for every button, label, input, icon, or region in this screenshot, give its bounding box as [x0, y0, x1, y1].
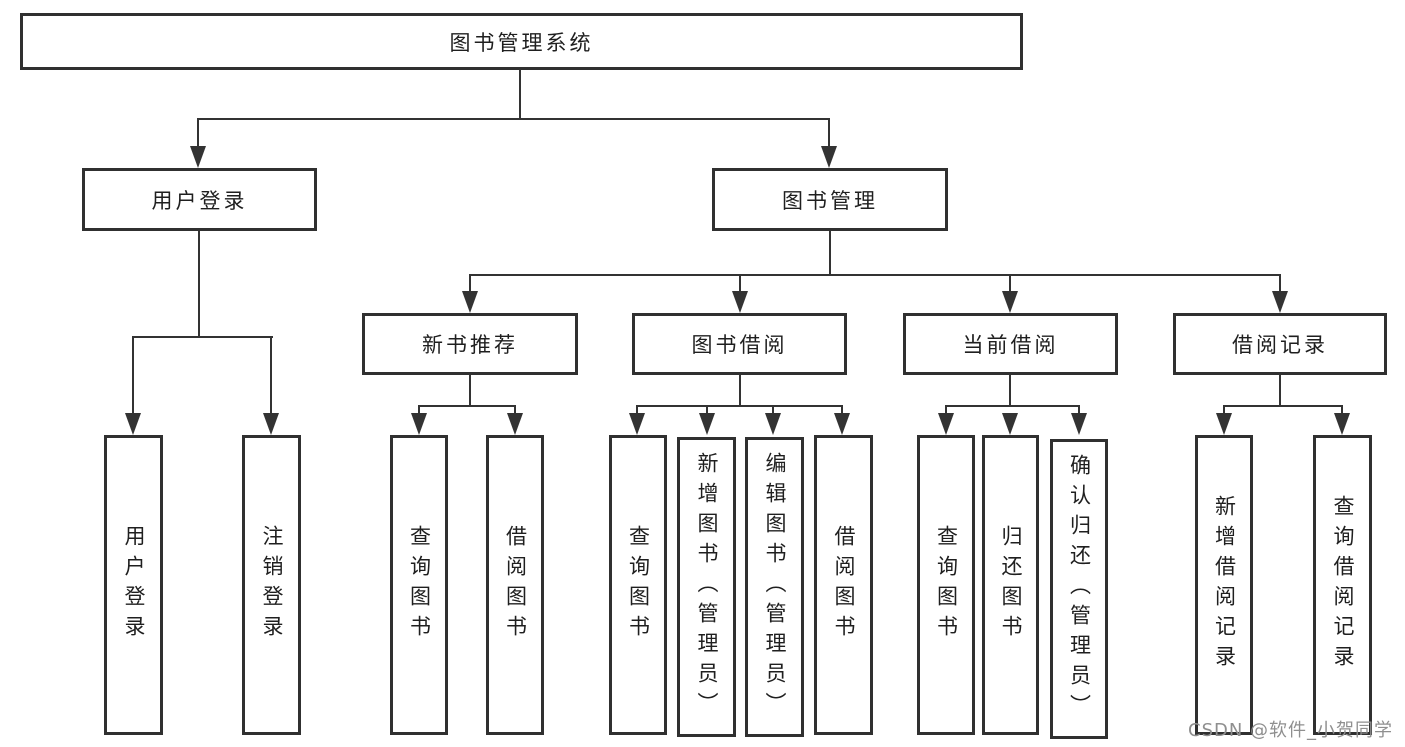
node-book-borrowing: 图书借阅	[632, 313, 847, 375]
node-label: 图书管理	[782, 188, 878, 213]
arrowhead-down-icon	[1071, 413, 1087, 435]
node-label: 借阅记录	[1232, 333, 1328, 357]
node-label: 查询借阅记录	[1331, 495, 1355, 675]
arrowhead-down-icon	[190, 146, 206, 168]
leaf-return-books: 归还图书	[982, 435, 1039, 735]
connector-vline	[418, 405, 420, 415]
node-label: 查询图书	[407, 525, 432, 645]
leaf-logout: 注销登录	[242, 435, 301, 735]
csdn-watermark: CSDN @软件_小贺同学	[1188, 720, 1394, 741]
arrowhead-down-icon	[263, 413, 279, 435]
connector-vline	[469, 274, 471, 293]
node-label: 查询图书	[626, 525, 651, 645]
arrowhead-down-icon	[699, 413, 715, 435]
connector-vline	[1341, 405, 1343, 415]
connector-hline	[197, 118, 830, 120]
connector-vline	[469, 375, 471, 407]
arrowhead-down-icon	[1002, 413, 1018, 435]
node-label: 归还图书	[999, 525, 1023, 645]
node-borrowing-records: 借阅记录	[1173, 313, 1387, 375]
connector-vline	[132, 336, 134, 415]
arrowhead-down-icon	[1272, 291, 1288, 313]
arrowhead-down-icon	[629, 413, 645, 435]
connector-hline	[945, 405, 1080, 407]
arrowhead-down-icon	[462, 291, 478, 313]
leaf-add-borrow-record: 新增借阅记录	[1195, 435, 1253, 735]
leaf-borrow-books: 借阅图书	[814, 435, 873, 735]
node-label: 借阅图书	[832, 525, 856, 645]
node-label: 确认归还（管理员）	[1067, 454, 1092, 724]
arrowhead-down-icon	[938, 413, 954, 435]
connector-vline	[1279, 274, 1281, 293]
connector-vline	[519, 69, 521, 118]
leaf-confirm-return-admin: 确认归还（管理员）	[1050, 439, 1108, 739]
connector-vline	[514, 405, 516, 415]
arrowhead-down-icon	[1216, 413, 1232, 435]
arrowhead-down-icon	[834, 413, 850, 435]
connector-vline	[739, 375, 741, 407]
connector-vline	[945, 405, 947, 415]
leaf-edit-book-admin: 编辑图书（管理员）	[745, 437, 804, 737]
arrowhead-down-icon	[1002, 291, 1018, 313]
connector-vline	[828, 118, 830, 148]
connector-vline	[1223, 405, 1225, 415]
node-label: 借阅图书	[503, 525, 528, 645]
node-book-management: 图书管理	[712, 168, 948, 231]
connector-vline	[841, 405, 843, 415]
node-label: 图书借阅	[691, 333, 788, 357]
arrowhead-down-icon	[507, 413, 523, 435]
connector-hline	[132, 336, 273, 338]
arrowhead-down-icon	[125, 413, 141, 435]
arrowhead-down-icon	[1334, 413, 1350, 435]
node-library-system: 图书管理系统	[20, 13, 1023, 70]
connector-vline	[1279, 375, 1281, 407]
connector-vline	[1009, 375, 1011, 407]
node-label: 新书推荐	[422, 333, 518, 357]
node-label: 用户登录	[122, 525, 146, 645]
node-label: 用户登录	[151, 188, 248, 213]
arrowhead-down-icon	[765, 413, 781, 435]
node-user-login: 用户登录	[82, 168, 317, 231]
connector-hline	[636, 405, 843, 407]
connector-vline	[739, 274, 741, 293]
connector-vline	[706, 405, 708, 415]
node-label: 当前借阅	[962, 333, 1059, 357]
node-current-borrowing: 当前借阅	[903, 313, 1118, 375]
node-label: 新增图书（管理员）	[695, 452, 719, 722]
node-label: 查询图书	[934, 525, 959, 645]
connector-vline	[270, 336, 272, 415]
node-label: 图书管理系统	[449, 30, 594, 55]
node-new-book-recommend: 新书推荐	[362, 313, 578, 375]
node-label: 编辑图书（管理员）	[763, 452, 787, 722]
arrowhead-down-icon	[732, 291, 748, 313]
leaf-query-borrow-record: 查询借阅记录	[1313, 435, 1372, 735]
connector-vline	[636, 405, 638, 415]
connector-hline	[1223, 405, 1343, 407]
node-label: 注销登录	[260, 525, 284, 645]
connector-hline	[469, 274, 1281, 276]
leaf-query-books: 查询图书	[390, 435, 448, 735]
connector-vline	[829, 231, 831, 274]
arrowhead-down-icon	[411, 413, 427, 435]
connector-vline	[197, 118, 199, 148]
leaf-query-books: 查询图书	[609, 435, 667, 735]
leaf-add-book-admin: 新增图书（管理员）	[677, 437, 736, 737]
arrowhead-down-icon	[821, 146, 837, 168]
connector-vline	[772, 405, 774, 415]
leaf-borrow-books: 借阅图书	[486, 435, 544, 735]
node-label: 新增借阅记录	[1212, 495, 1237, 675]
connector-hline	[418, 405, 516, 407]
leaf-query-books: 查询图书	[917, 435, 975, 735]
connector-vline	[1009, 274, 1011, 293]
leaf-user-login: 用户登录	[104, 435, 163, 735]
connector-vline	[1078, 405, 1080, 415]
connector-vline	[198, 231, 200, 336]
